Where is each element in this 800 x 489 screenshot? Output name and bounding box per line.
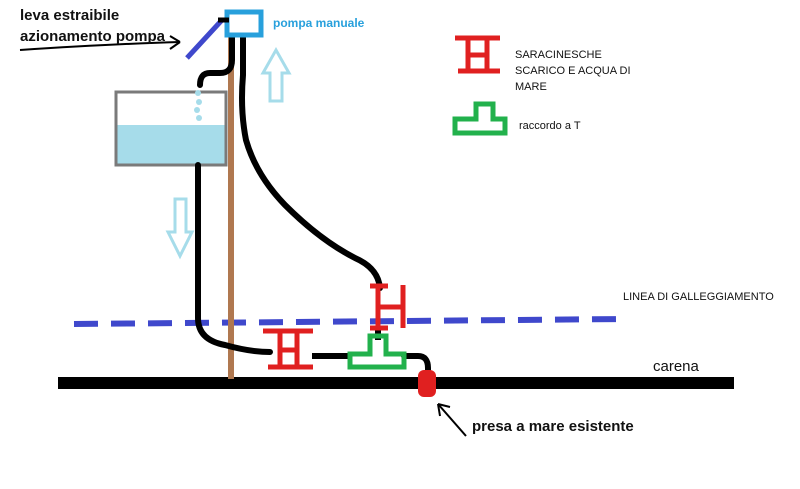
label-hull: carena	[653, 358, 699, 375]
lever-pointer-arrow	[19, 35, 181, 51]
label-lever-line1: leva estraibile	[20, 7, 120, 24]
intake-pointer-arrow	[437, 403, 467, 437]
mast	[228, 35, 234, 379]
waterline	[73, 316, 626, 327]
label-lever-line2: azionamento pompa	[20, 28, 166, 45]
tank-outline	[114, 90, 228, 167]
pump-lever	[185, 18, 224, 60]
label-tee-fitting: raccordo a T	[519, 120, 581, 132]
legend-valve-icon	[455, 35, 500, 74]
sea-intake	[418, 370, 436, 397]
tank-water	[116, 125, 226, 165]
pipe-pump-suction	[239, 32, 383, 291]
label-existing-intake: presa a mare esistente	[472, 418, 634, 435]
hull-line	[58, 377, 734, 389]
water-drops	[194, 90, 202, 121]
pipe-tank-drain	[195, 162, 273, 355]
tee-fitting	[347, 333, 407, 370]
label-valves-line3: MARE	[515, 81, 547, 93]
flow-up-arrow	[260, 46, 292, 103]
valve-upper	[370, 283, 406, 331]
legend-tee-icon	[452, 101, 508, 136]
label-waterline: LINEA DI GALLEGGIAMENTO	[623, 291, 774, 303]
pipe-tee-to-intake	[401, 353, 431, 379]
hand-pump	[224, 9, 264, 38]
flow-down-arrow	[165, 197, 195, 260]
label-valves-line1: SARACINESCHE	[515, 49, 602, 61]
valve-lower	[263, 328, 313, 370]
pipe-pump-to-tank	[197, 32, 235, 88]
label-hand-pump: pompa manuale	[273, 16, 365, 30]
label-valves-line2: SCARICO E ACQUA DI	[515, 65, 631, 77]
